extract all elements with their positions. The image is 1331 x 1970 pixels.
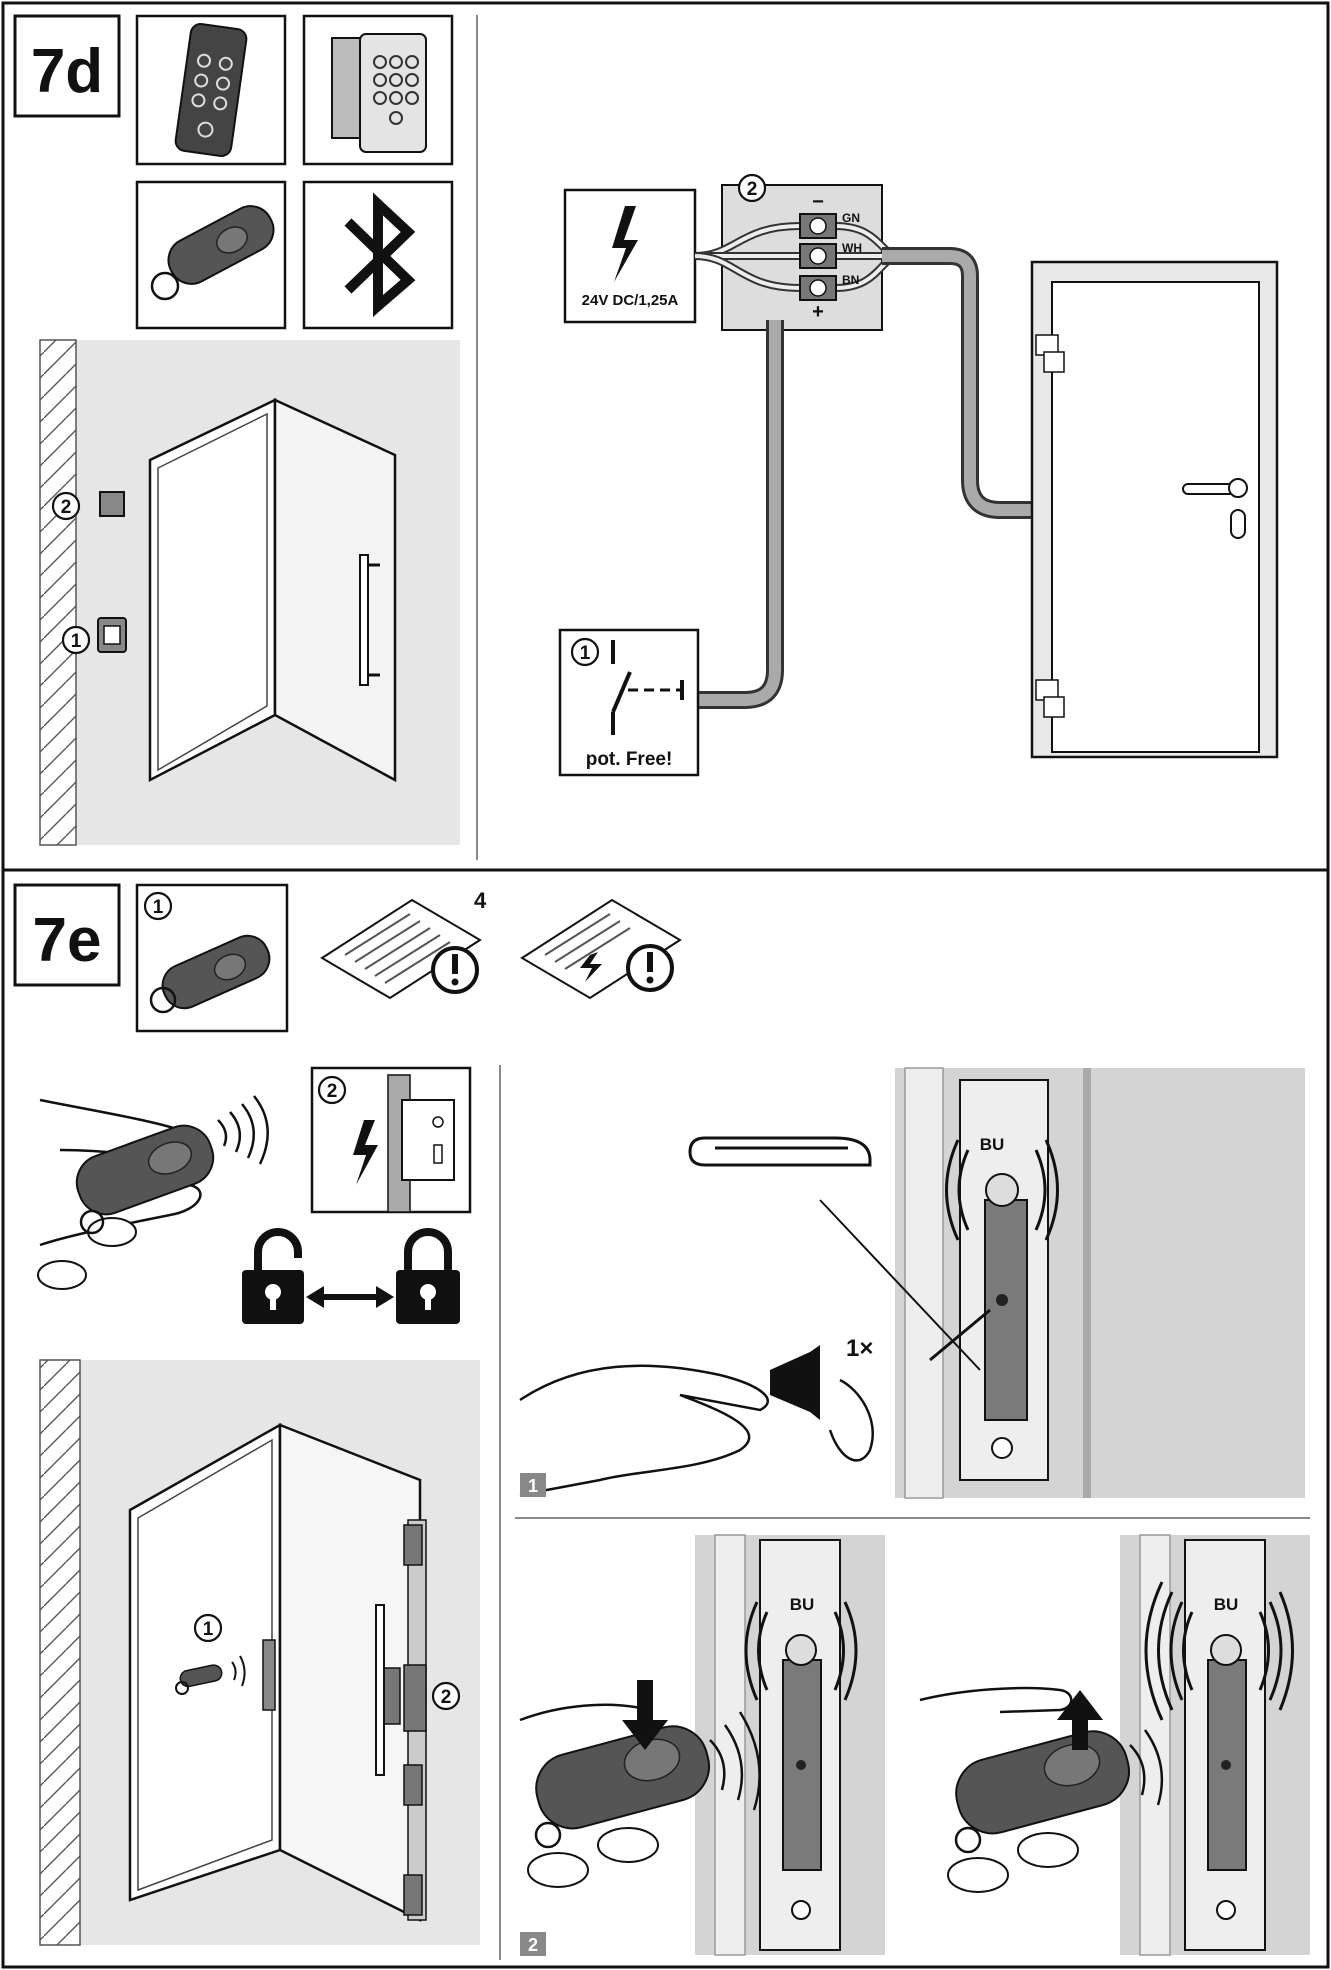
keypad-remote-tile — [135, 14, 287, 166]
plus-sign: + — [812, 301, 824, 323]
step-badge-7e — [13, 883, 121, 987]
callout-2-junction: 2 — [747, 179, 758, 200]
callout-2-tile: 2 — [327, 1081, 338, 1102]
lock-tile: 2 — [310, 1066, 472, 1214]
step-label-7d: 7d — [31, 37, 103, 106]
substep-1-label: 1 — [528, 1476, 538, 1496]
wire-bn: BN — [842, 273, 859, 287]
callout-2-scene: 2 — [61, 497, 72, 518]
panel-7d: 7d — [13, 14, 1279, 860]
press-count: 1× — [846, 1335, 873, 1362]
junction-box: 2 − + — [694, 173, 901, 331]
hand-pressing-fob — [37, 1095, 269, 1290]
wire-gn: GN — [842, 211, 860, 225]
callout-1-door: 1 — [203, 1619, 214, 1640]
substep-2-pairing: BU 2 — [519, 1534, 1310, 1956]
manual-icon-2 — [520, 898, 682, 1000]
callout-2-door: 2 — [441, 1687, 452, 1708]
manual-ref-number: 4 — [474, 888, 487, 913]
wire-wh: WH — [842, 241, 862, 255]
substep-2-label: 2 — [528, 1935, 538, 1955]
led-label-top: BU — [980, 1135, 1005, 1154]
manual-icon-1: 4 — [320, 888, 487, 1000]
switch-note: pot. Free! — [586, 749, 673, 770]
step-label-7e: 7e — [33, 906, 102, 975]
wall-keypad-tile — [302, 14, 454, 166]
power-supply-box: 24V DC/1,25A — [563, 188, 697, 324]
led-label-left: BU — [790, 1595, 815, 1614]
potential-free-switch: 1 pot. Free! — [558, 628, 700, 777]
callout-1-switch: 1 — [580, 643, 591, 664]
minus-sign: − — [812, 191, 824, 213]
door-front — [1030, 260, 1279, 759]
callout-1-tile: 1 — [153, 897, 164, 918]
power-label: 24V DC/1,25A — [582, 292, 679, 309]
step-badge-7d — [13, 14, 121, 118]
door-scene-7d: 2 1 — [39, 339, 460, 846]
bluetooth-icon — [302, 180, 454, 330]
key-fob-tile — [135, 180, 287, 330]
led-label-right: BU — [1214, 1595, 1239, 1614]
substep-1-reset: BU 1× 1 — [519, 1067, 1305, 1499]
fob-tile-7e: 1 — [135, 883, 289, 1033]
wiring-diagram: 24V DC/1,25A 2 − + — [558, 173, 1279, 777]
door-scene-7e: 1 2 — [39, 1359, 480, 1946]
callout-1-scene: 1 — [71, 631, 82, 652]
panel-7e: 7e 1 4 — [13, 883, 1310, 1960]
unlock-lock-icon — [242, 1228, 460, 1324]
